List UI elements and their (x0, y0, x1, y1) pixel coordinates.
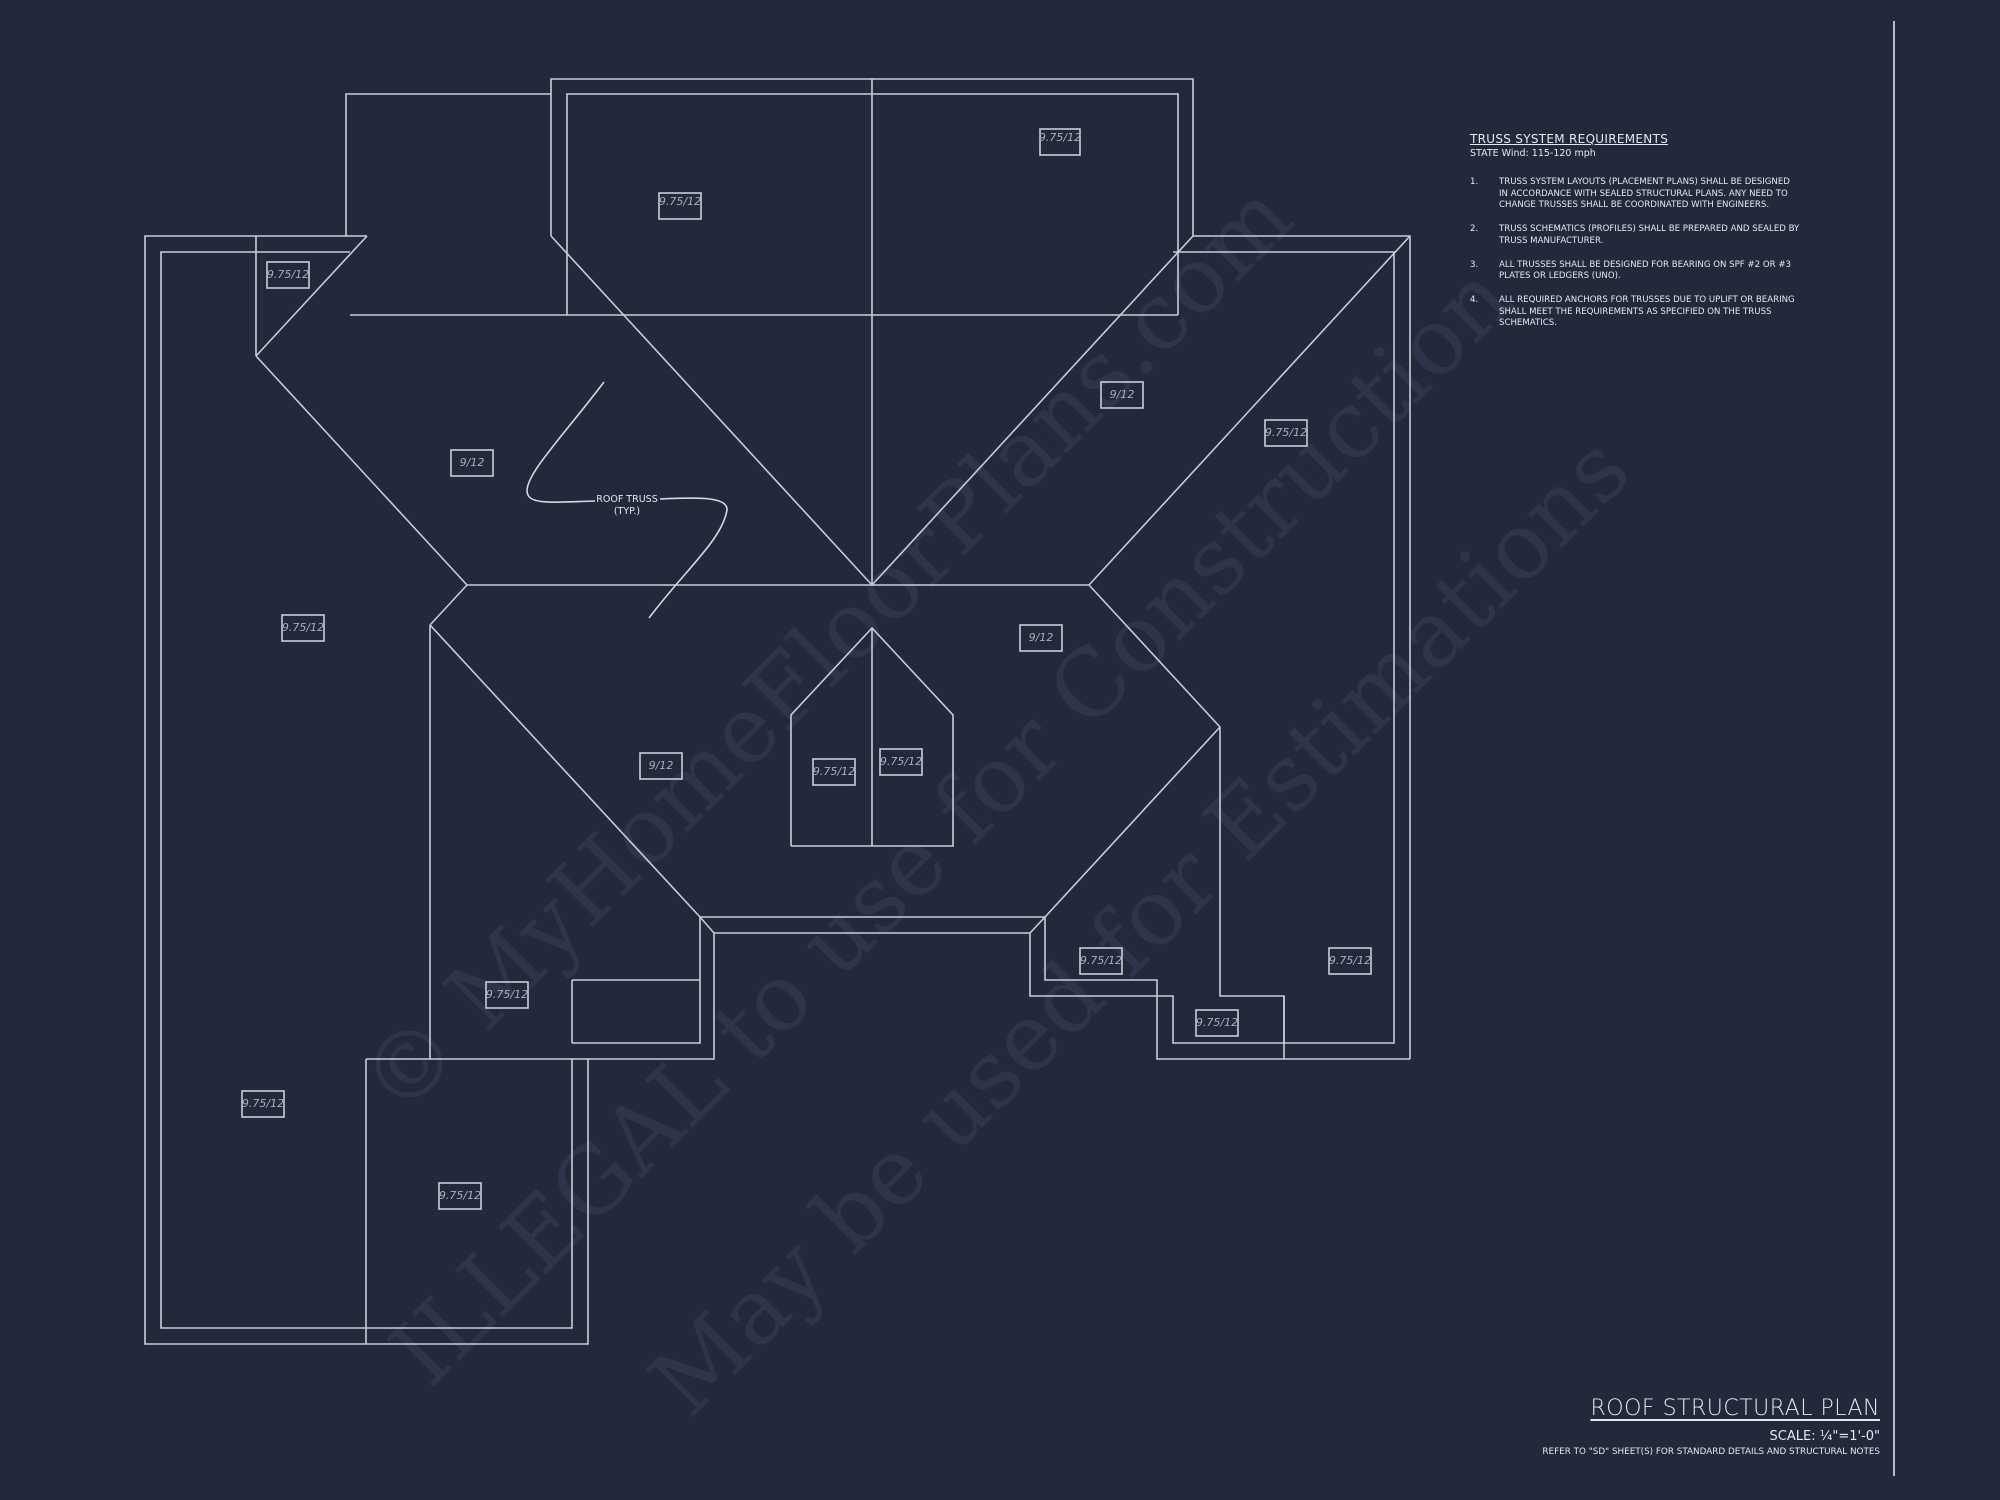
pitch-tag: 9/12 (1019, 624, 1063, 652)
svg-text:9.75/12: 9.75/12 (242, 1097, 284, 1110)
notes-subtitle: STATE Wind: 115-120 mph (1470, 148, 1596, 159)
note-item: 2. TRUSS SCHEMATICS (PROFILES) SHALL BE … (1470, 224, 1800, 247)
pitch-tag: 9.75/12 (266, 261, 310, 289)
svg-text:9.75/12: 9.75/12 (659, 195, 701, 208)
note-item: 1. TRUSS SYSTEM LAYOUTS (PLACEMENT PLANS… (1470, 177, 1800, 212)
watermark: © MyHomeFloorPlans.com ILLEGAL to use fo… (340, 163, 1650, 1436)
pitch-tag: 9.75/12 (879, 748, 923, 776)
pitch-tag: 9.75/12 (1328, 947, 1372, 975)
svg-text:9.75/12: 9.75/12 (267, 268, 309, 281)
watermark-line-2: ILLEGAL to use for Construction (370, 244, 1531, 1405)
plan-scale: SCALE: ¼"=1'-0" (1769, 1429, 1880, 1444)
note-number: 4. (1470, 294, 1479, 305)
pitch-tag: 9.75/12 (1039, 128, 1081, 156)
callout-line-1: ROOF TRUSS (596, 494, 657, 505)
note-number: 1. (1470, 177, 1479, 187)
note-text: ALL REQUIRED ANCHORS FOR TRUSSES DUE TO … (1499, 294, 1795, 329)
note-text: TRUSS SYSTEM LAYOUTS (PLACEMENT PLANS) S… (1499, 177, 1790, 211)
pitch-tag: 9.75/12 (438, 1182, 482, 1210)
svg-text:9/12: 9/12 (1029, 631, 1054, 644)
pitch-tag: 9.75/12 (658, 192, 702, 220)
note-number: 3. (1470, 259, 1479, 270)
svg-text:9.75/12: 9.75/12 (1080, 954, 1122, 967)
svg-text:9/12: 9/12 (1110, 388, 1135, 401)
svg-text:9.75/12: 9.75/12 (1329, 954, 1371, 967)
pitch-tag: 9.75/12 (812, 758, 856, 786)
svg-text:9.75/12: 9.75/12 (1196, 1016, 1238, 1029)
note-item: 4. ALL REQUIRED ANCHORS FOR TRUSSES DUE … (1470, 295, 1800, 330)
note-text: ALL TRUSSES SHALL BE DESIGNED FOR BEARIN… (1499, 259, 1791, 282)
pitch-tag: 9.75/12 (1195, 1009, 1239, 1037)
roof-truss-callout: ROOF TRUSS (TYP.) (526, 381, 728, 619)
plan-reference-note: REFER TO "SD" SHEET(S) FOR STANDARD DETA… (1542, 1447, 1880, 1457)
svg-text:9.75/12: 9.75/12 (880, 755, 922, 768)
plan-title: ROOF STRUCTURAL PLAN (1590, 1396, 1880, 1421)
svg-text:9.75/12: 9.75/12 (282, 621, 324, 634)
callout-line-2: (TYP.) (614, 506, 640, 517)
pitch-tags: 9.75/12 9.75/12 9.75/12 9/12 9/12 9.75/1… (241, 128, 1372, 1210)
note-number: 2. (1470, 224, 1479, 235)
svg-text:9.75/12: 9.75/12 (486, 988, 528, 1001)
truss-requirements-notes: TRUSS SYSTEM REQUIREMENTS STATE Wind: 11… (1470, 132, 1800, 342)
pitch-tag: 9/12 (639, 752, 683, 780)
title-block: ROOF STRUCTURAL PLAN SCALE: ¼"=1'-0" REF… (1542, 1396, 1880, 1457)
pitch-tag: 9/12 (450, 449, 494, 477)
sheet-border-line (1893, 21, 1895, 1476)
pitch-tag: 9.75/12 (281, 614, 325, 642)
svg-text:9.75/12: 9.75/12 (1039, 131, 1081, 144)
pitch-tag: 9.75/12 (1079, 947, 1123, 975)
svg-text:9/12: 9/12 (649, 759, 674, 772)
pitch-tag: 9.75/12 (241, 1090, 285, 1118)
pitch-tag: 9/12 (1100, 381, 1144, 409)
pitch-tag: 9.75/12 (485, 981, 529, 1009)
pitch-tag: 9.75/12 (1264, 419, 1308, 447)
svg-text:9.75/12: 9.75/12 (439, 1189, 481, 1202)
svg-text:9.75/12: 9.75/12 (1265, 426, 1307, 439)
svg-text:9/12: 9/12 (460, 456, 485, 469)
note-text: TRUSS SCHEMATICS (PROFILES) SHALL BE PRE… (1499, 224, 1800, 246)
roof-linework (144, 78, 1411, 1345)
note-item: 3. ALL TRUSSES SHALL BE DESIGNED FOR BEA… (1470, 260, 1800, 283)
notes-title: TRUSS SYSTEM REQUIREMENTS (1470, 132, 1669, 146)
svg-text:9.75/12: 9.75/12 (813, 765, 855, 778)
